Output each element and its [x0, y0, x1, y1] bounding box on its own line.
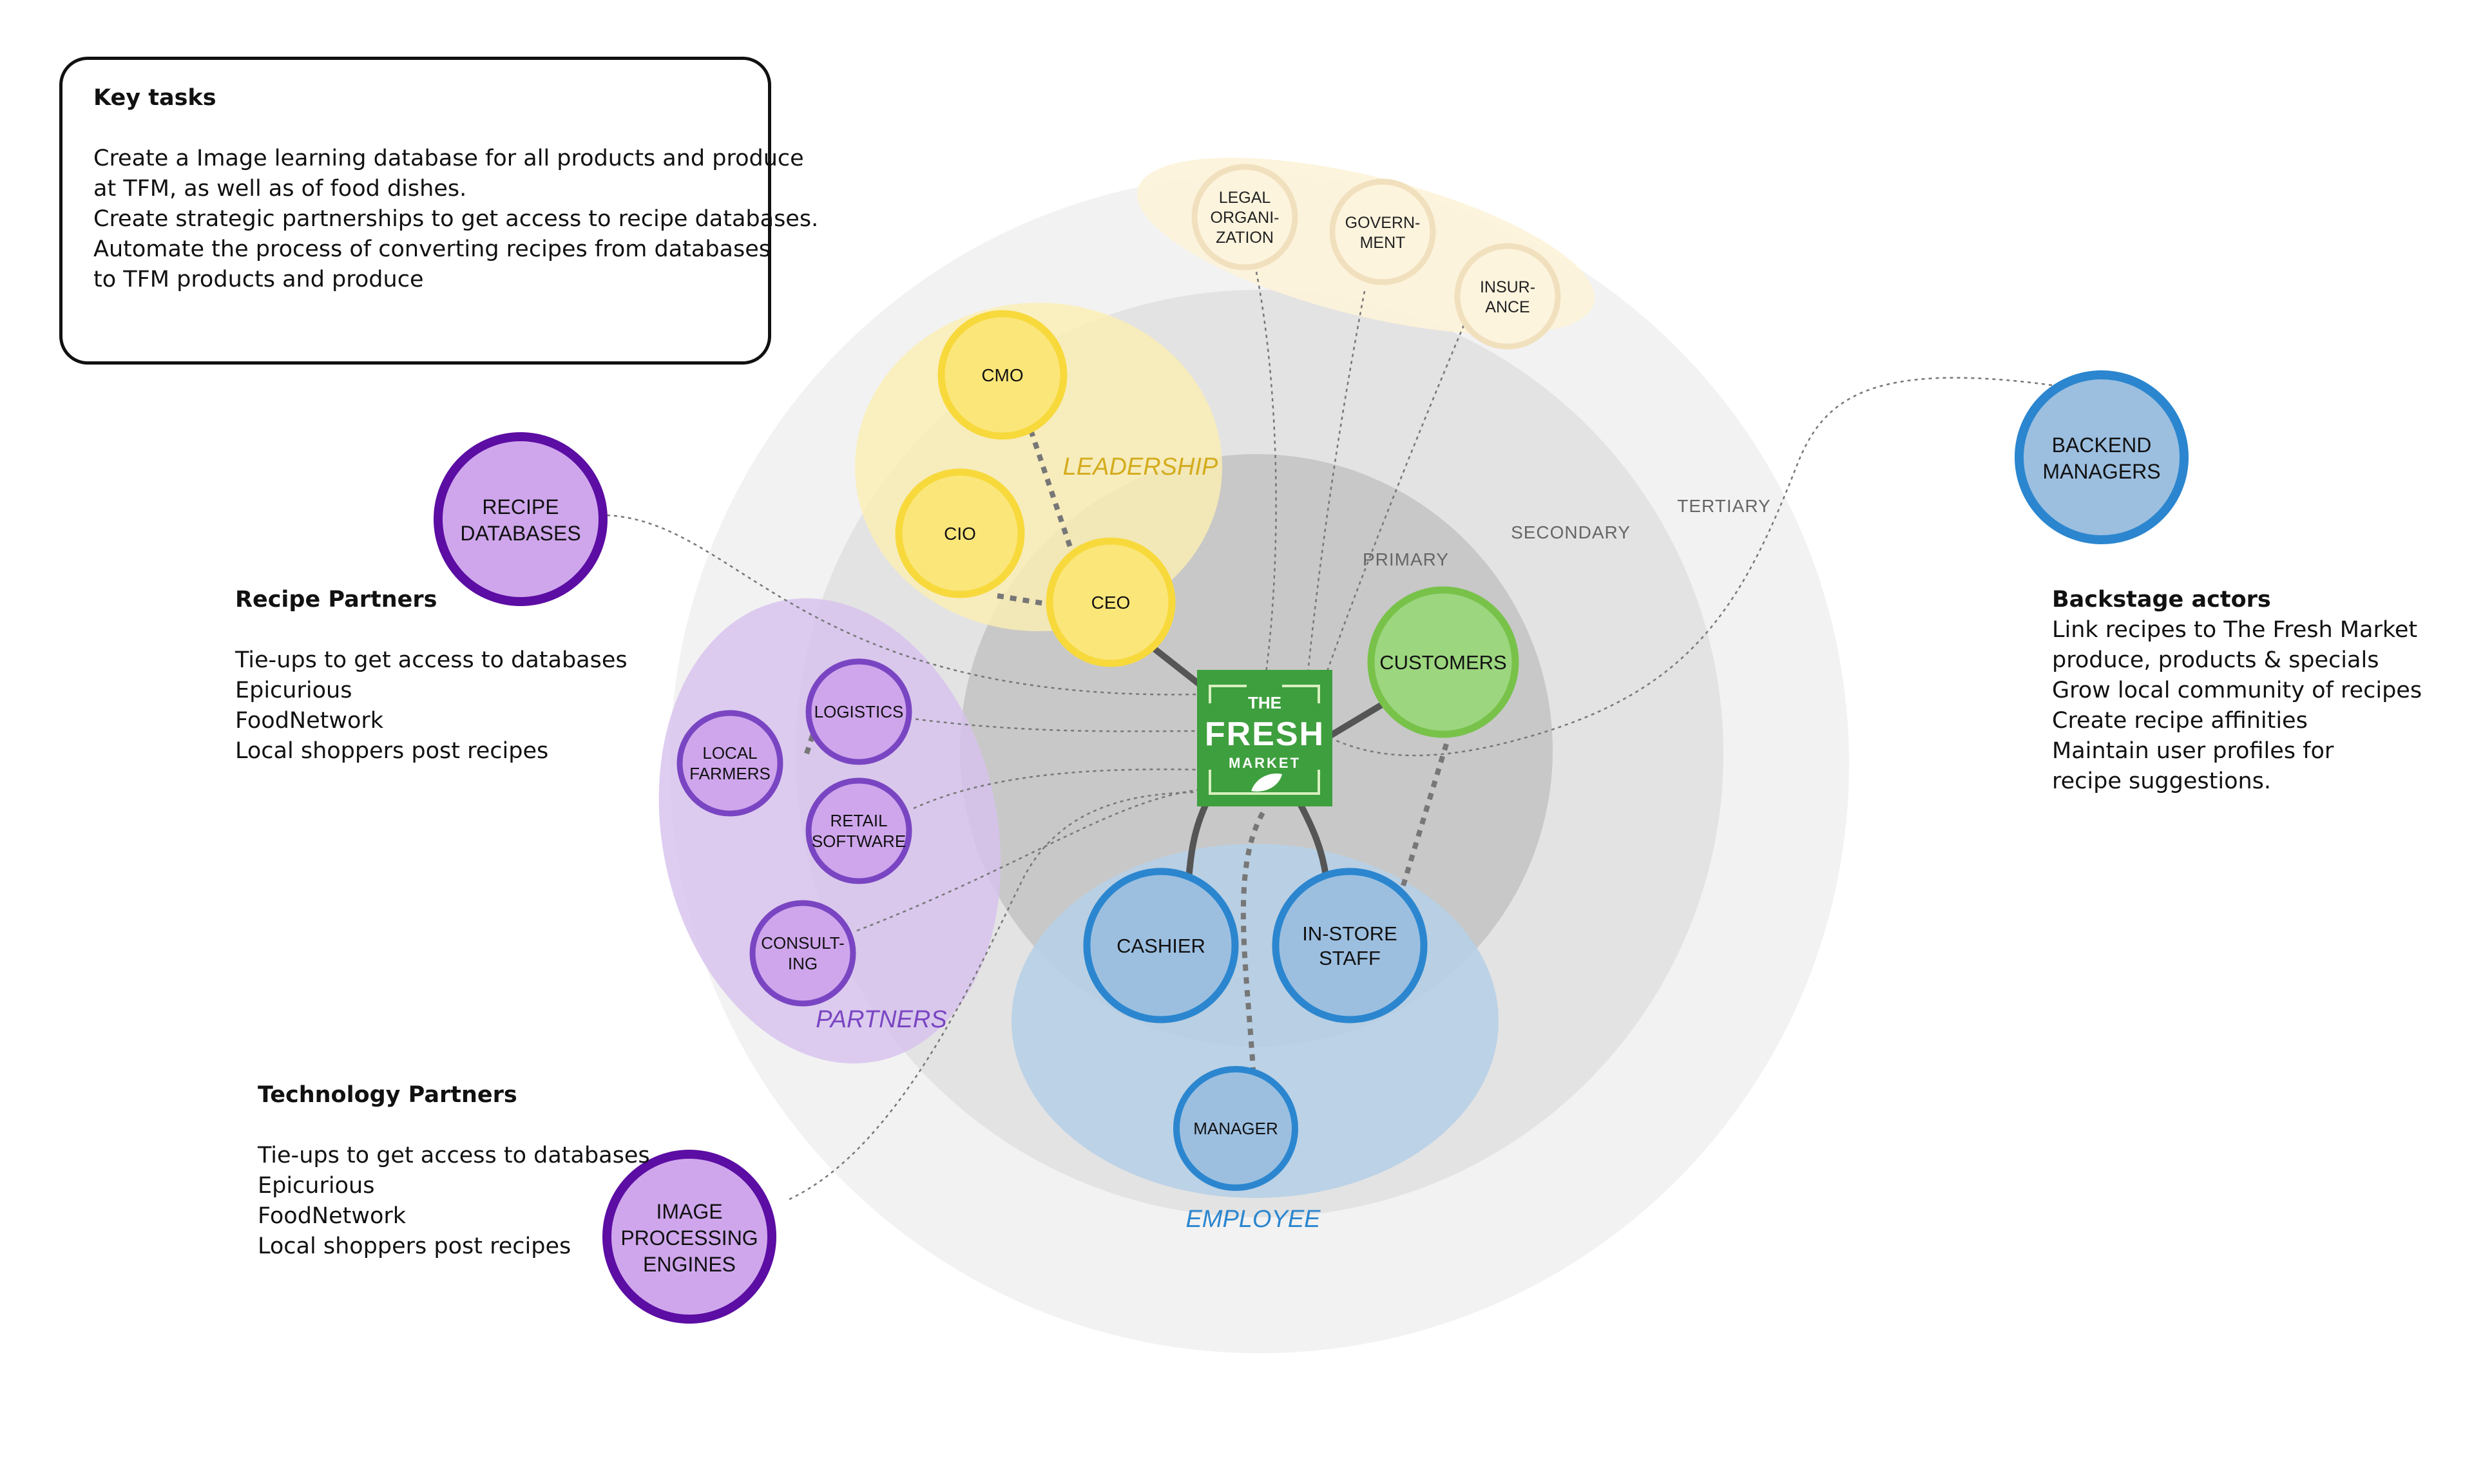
key-tasks-line: at TFM, as well as of food dishes.	[93, 176, 467, 202]
technology-partners-text: Technology Partners Tie-ups to get acces…	[258, 1080, 650, 1262]
key-tasks-line: Create strategic partnerships to get acc…	[93, 206, 819, 232]
node-label: CUSTOMERS	[1379, 651, 1507, 674]
backstage-actors-line: recipe suggestions.	[2052, 768, 2272, 794]
node-label: INSUR-ANCE	[1480, 278, 1535, 316]
recipe-partners-line: FoodNetwork	[235, 708, 384, 734]
backstage-actors-line: Create recipe affinities	[2052, 708, 2308, 734]
recipe-partners-text: Recipe Partners Tie-ups to get access to…	[235, 585, 628, 766]
backstage-actors-text: Backstage actors Link recipes to The Fre…	[2052, 585, 2422, 797]
recipe-partners-line: Tie-ups to get access to databases	[235, 647, 628, 673]
logo-line-the: THE	[1248, 693, 1281, 712]
key-tasks-title: Key tasks	[93, 85, 216, 111]
technology-partners-line: FoodNetwork	[258, 1203, 407, 1229]
recipe-partners-line: Epicurious	[235, 678, 352, 703]
key-tasks-text: Key tasks Create a Image learning databa…	[93, 83, 818, 295]
node-insurance[interactable]: INSUR-ANCE	[1454, 243, 1561, 350]
ring-label-primary: PRIMARY	[1363, 549, 1449, 569]
node-label: CASHIER	[1117, 935, 1205, 957]
logo-line-fresh: FRESH	[1205, 716, 1325, 753]
node-consulting[interactable]: CONSULT-ING	[749, 900, 856, 1007]
ring-label-tertiary: TERTIARY	[1677, 496, 1770, 516]
group-label-employee: EMPLOYEE	[1185, 1206, 1321, 1233]
group-label-partners: PARTNERS	[816, 1006, 946, 1033]
ring-label-secondary: SECONDARY	[1511, 522, 1631, 542]
node-logistics[interactable]: LOGISTICS	[805, 658, 912, 765]
key-tasks-line: Create a Image learning database for all…	[93, 146, 804, 171]
key-tasks-line: Automate the process of converting recip…	[93, 236, 771, 262]
node-ceo[interactable]: CEO	[1046, 537, 1176, 667]
node-label: LOGISTICS	[814, 702, 904, 721]
technology-partners-line: Local shoppers post recipes	[258, 1233, 571, 1259]
backstage-actors-line: Maintain user profiles for	[2052, 738, 2334, 764]
node-cio[interactable]: CIO	[895, 468, 1025, 598]
node-manager[interactable]: MANAGER	[1173, 1066, 1298, 1191]
backstage-actors-title: Backstage actors	[2052, 587, 2271, 613]
group-label-leadership: LEADERSHIP	[1063, 453, 1218, 480]
recipe-partners-title: Recipe Partners	[235, 587, 437, 613]
node-label: MANAGER	[1193, 1119, 1278, 1138]
key-tasks-box: Key tasks Create a Image learning databa…	[59, 57, 818, 365]
node-label: CIO	[944, 524, 976, 544]
node-cmo[interactable]: CMO	[937, 310, 1068, 440]
leaf-icon	[1251, 773, 1282, 792]
medium-connectors	[804, 429, 1449, 1070]
node-customers[interactable]: CUSTOMERS	[1367, 586, 1519, 738]
backstage-actors-line: produce, products & specials	[2052, 647, 2379, 673]
recipe-partners-line: Local shoppers post recipes	[235, 738, 549, 764]
technology-partners-line: Epicurious	[258, 1173, 375, 1199]
technology-partners-title: Technology Partners	[258, 1082, 517, 1108]
node-cashier[interactable]: CASHIER	[1083, 868, 1239, 1023]
node-label: GOVERN-MENT	[1345, 214, 1421, 252]
node-label: CMO	[981, 365, 1023, 385]
weak-connectors	[606, 271, 2053, 1201]
fresh-market-logo: THE FRESH MARKET	[1197, 670, 1332, 806]
backstage-actors-line: Grow local community of recipes	[2052, 678, 2422, 703]
logo-line-market: MARKET	[1229, 755, 1301, 771]
node-label: CONSULT-ING	[761, 933, 845, 973]
node-label: CEO	[1091, 593, 1131, 613]
node-government[interactable]: GOVERN-MENT	[1329, 178, 1436, 285]
backstage-actors-line: Link recipes to The Fresh Market	[2052, 617, 2418, 643]
technology-partners-line: Tie-ups to get access to databases	[258, 1143, 650, 1168]
key-tasks-line: to TFM products and produce	[93, 267, 424, 292]
